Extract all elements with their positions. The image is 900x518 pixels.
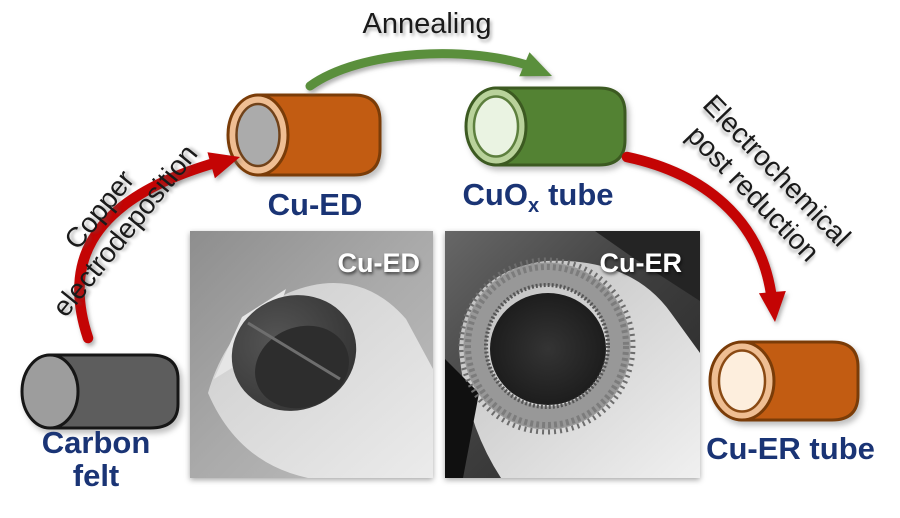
cuox-label-prefix: CuO — [462, 177, 528, 212]
cu-ed-cap-core — [235, 102, 281, 168]
cu-ed-body — [256, 93, 382, 177]
cu-er-tube-label: Cu-ER tube — [706, 431, 875, 466]
sem-shadow-region — [445, 359, 479, 478]
sem-image-cu-er — [445, 231, 700, 478]
annealing-arrow-shaft — [305, 49, 541, 91]
carbon-felt-label: Carbon felt — [15, 426, 177, 492]
carbon-felt-label-line1: Carbon — [41, 425, 151, 460]
post-reduction-arrow-head — [758, 290, 786, 322]
annealing-arrow-icon — [305, 49, 552, 91]
sem-dark-corner — [595, 231, 700, 301]
cu-er-cylinder — [708, 340, 860, 422]
cuox-label-subscript: x — [527, 195, 540, 217]
cuox-label-suffix: tube — [548, 177, 614, 212]
cu-er-cap-hole — [717, 349, 767, 413]
electrodeposition-arrow-icon — [74, 152, 240, 344]
carbon-felt-cap — [20, 353, 80, 430]
cuox-cylinder — [464, 86, 627, 167]
sem-ring-fuzz — [465, 264, 629, 428]
sem-fiber-core — [255, 325, 349, 409]
sem-image-cu-ed — [190, 231, 433, 478]
sem-ring-fuzz-outer — [458, 257, 636, 435]
electrodeposition-arrow-shaft — [74, 156, 224, 344]
carbon-felt-body — [48, 353, 180, 430]
post-reduction-arrow-shaft — [621, 151, 778, 306]
annealing-arrow-head — [519, 52, 552, 77]
sem-copper-ring — [463, 262, 631, 430]
cuox-body — [494, 86, 627, 167]
annealing-label: Annealing — [362, 8, 492, 40]
sem-cu-er-label: Cu-ER — [599, 248, 683, 278]
sem-cu-ed-label: Cu-ED — [337, 248, 421, 278]
sem-ring-inner-edge — [484, 283, 610, 409]
cu-ed-cylinder — [226, 93, 382, 177]
carbon-felt-label-line2: felt — [72, 458, 120, 493]
cu-ed-label: Cu-ED — [267, 187, 363, 222]
sem-tube-hole — [490, 293, 606, 405]
carbon-felt-cylinder — [20, 353, 180, 430]
post-reduction-arrow-icon — [621, 151, 786, 322]
sem-fiber-ridge — [247, 321, 341, 381]
cuox-cap-hole — [472, 95, 520, 158]
electrodeposition-arrow-head — [207, 152, 240, 179]
